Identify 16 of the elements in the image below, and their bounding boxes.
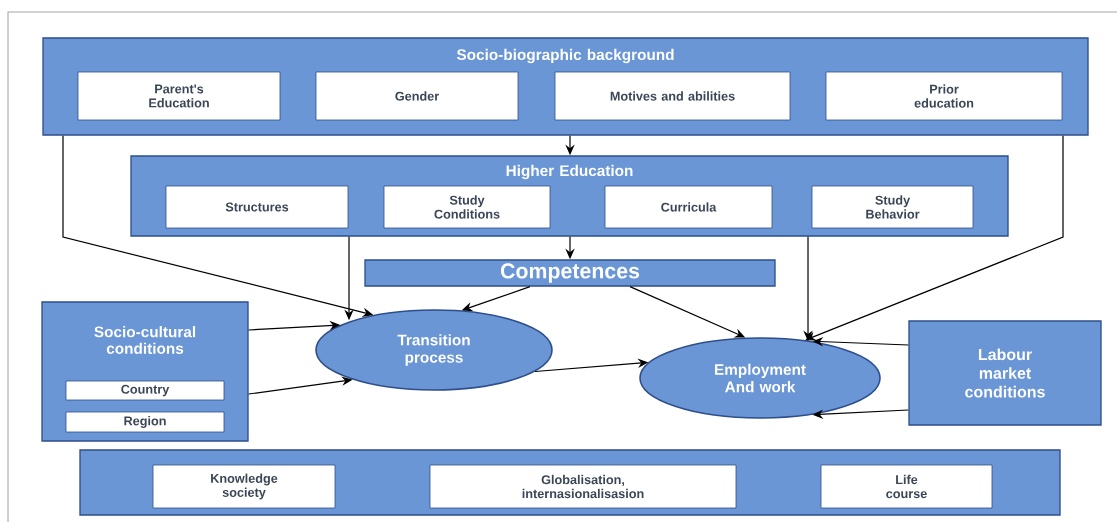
factor-box: Study Behavior [811, 185, 974, 229]
factor-box: Study Conditions [383, 185, 551, 229]
factor-box: Globalisation, internasionalisasion [429, 464, 737, 509]
factor-box: Curricula [604, 185, 773, 229]
factor-box: Prior education [825, 71, 1063, 121]
factor-box: Motives and abilities [554, 71, 791, 121]
conditions-box: Labour market conditions [908, 320, 1102, 426]
factor-box: Gender [315, 71, 519, 121]
arrow [805, 135, 1064, 341]
factor-box: Structures [165, 185, 349, 229]
factor-box: Knowledge society [152, 464, 336, 509]
factor-box: Life course [820, 464, 993, 509]
factor-box: Parent's Education [77, 71, 281, 121]
competences-bar: Competences [364, 259, 776, 287]
factor-box: Country [65, 380, 225, 401]
factor-box: Region [65, 411, 225, 433]
